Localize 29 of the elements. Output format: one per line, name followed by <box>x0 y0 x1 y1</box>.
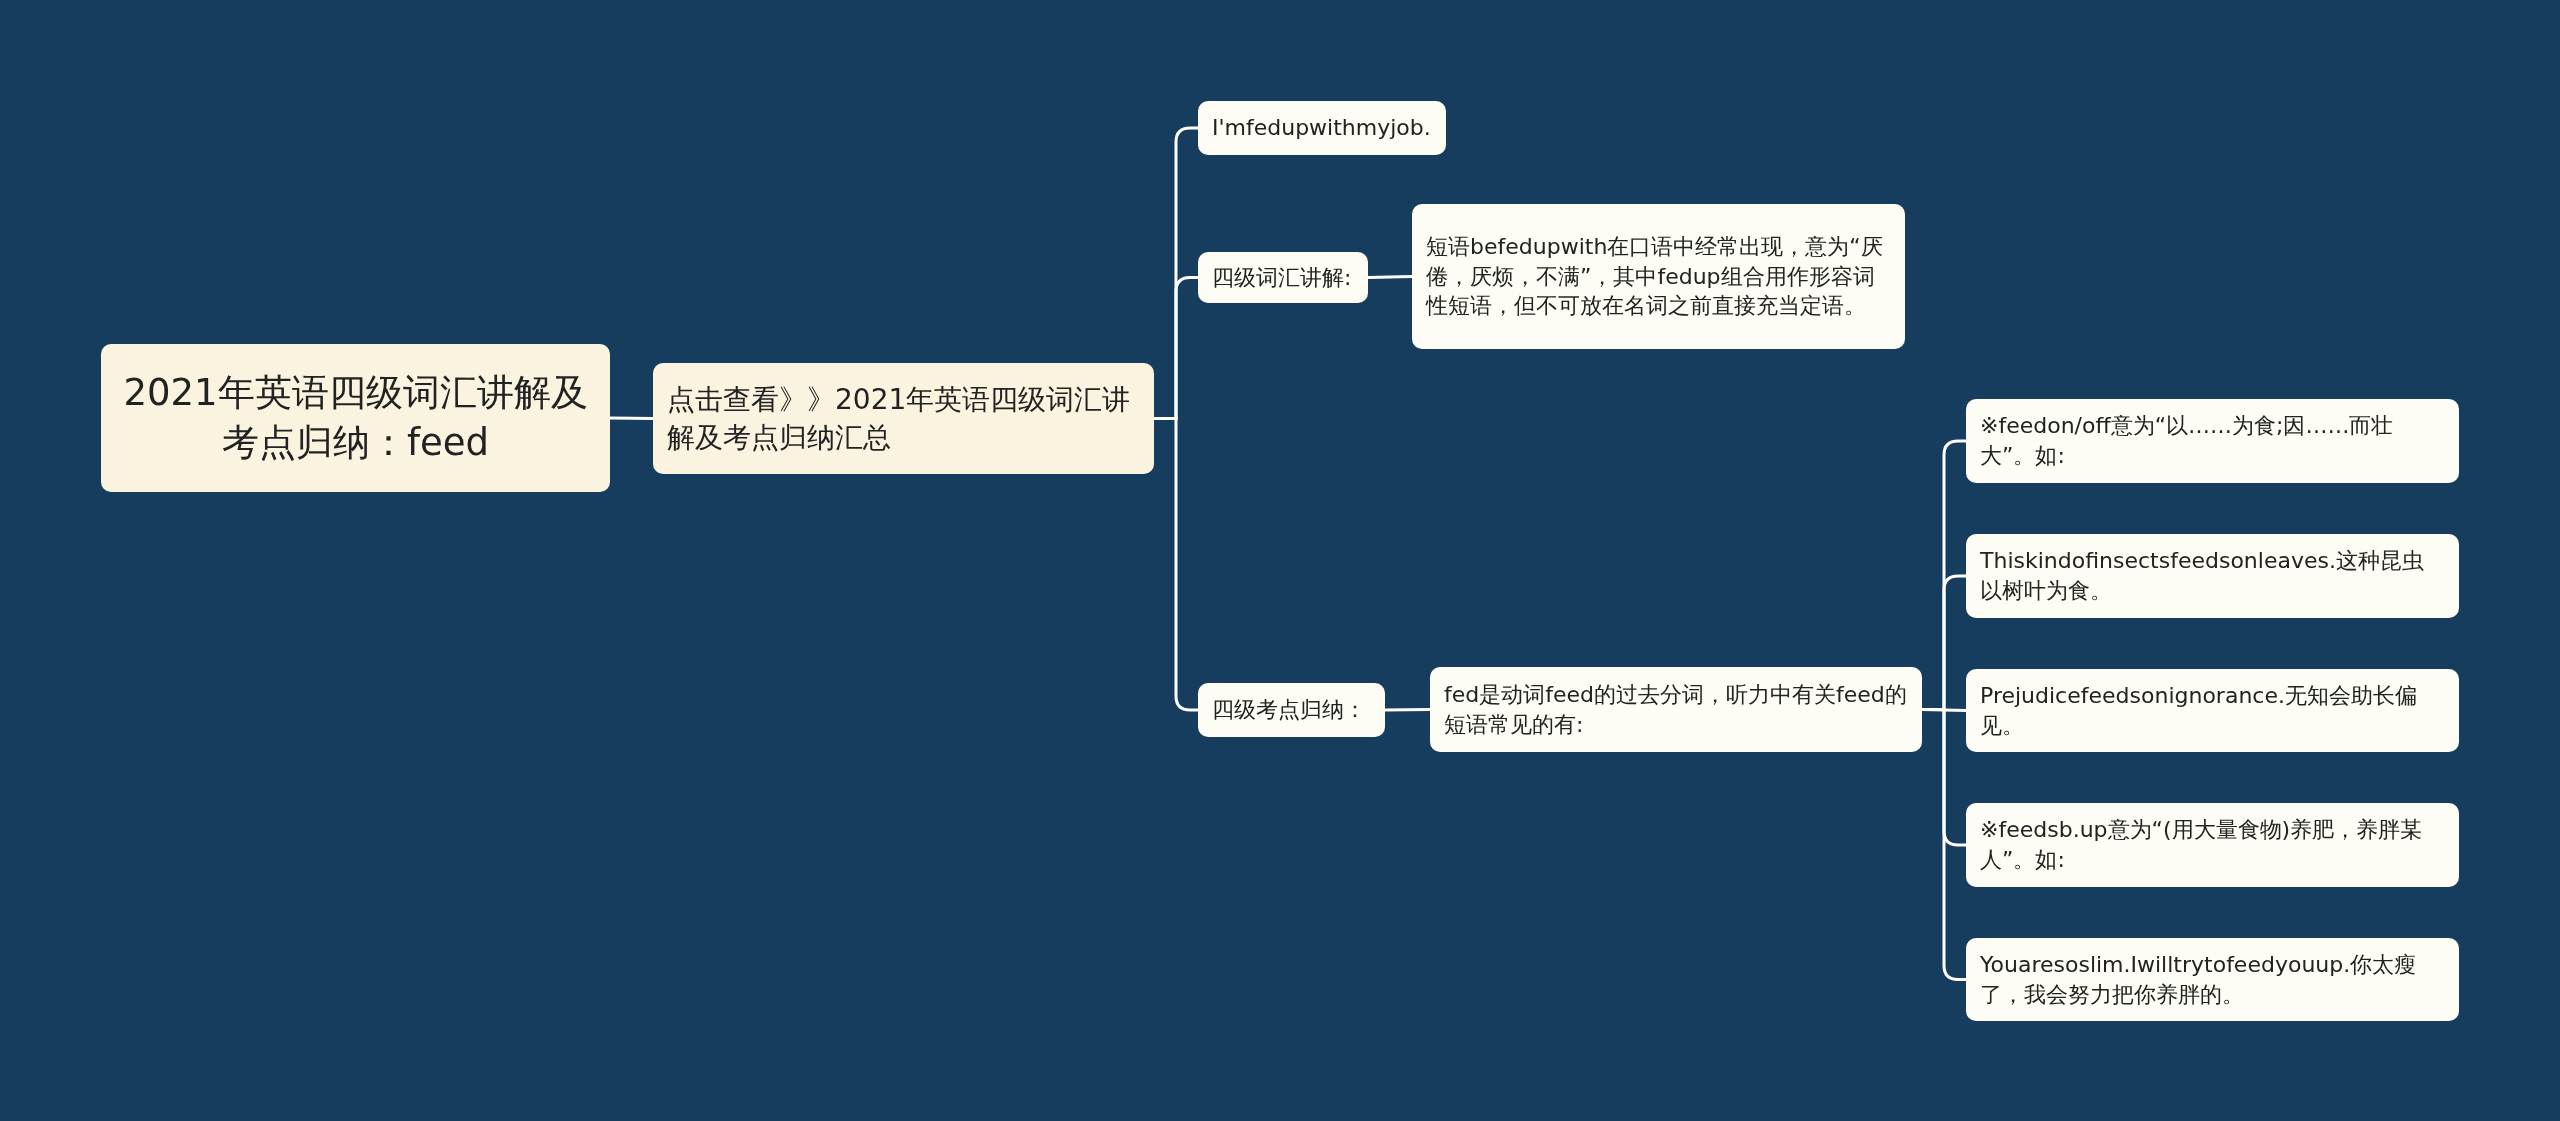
topic-box <box>1966 534 2459 618</box>
topic-box <box>101 344 610 492</box>
topic-text: Prejudicefeedsonignorance.无知会助长偏见。 <box>1980 681 2418 740</box>
topic-text: 四级词汇讲解: <box>1212 263 1352 292</box>
topic-box <box>653 363 1154 474</box>
topic-text: 点击查看》》2021年英语四级词汇讲解及考点归纳汇总 <box>667 381 1132 456</box>
connector-line <box>1922 708 1966 981</box>
topic-text: ※feedsb.up意为“(用大量食物)养肥，养胖某人”。如: <box>1980 816 2424 874</box>
topic-box <box>1198 101 1446 155</box>
topic-box <box>1966 399 2459 483</box>
topic-box <box>1412 204 1905 349</box>
topic-box <box>1198 252 1368 303</box>
connector-line <box>610 416 653 420</box>
topic-box <box>1966 803 2459 887</box>
connector-line <box>1154 417 1198 712</box>
topic-text: Youaresoslim.Iwilltrytofeedyouup.你太瘦了，我会努力把你养胖的。 <box>1980 950 2418 1009</box>
topic-text: 2021年英语四级词汇讲解及考点归纳：feed <box>122 370 589 466</box>
topic-text: fed是动词feed的过去分词，听力中有关feed的短语常见的有: <box>1444 680 1908 739</box>
topic-box <box>1198 683 1385 737</box>
connector-line <box>1367 275 1413 279</box>
topic-text: Thiskindofinsectsfeedsonleaves.这种昆虫以树叶为食。 <box>1980 547 2425 605</box>
connector-line <box>1385 708 1430 712</box>
topic-text: 短语befedupwith在口语中经常出现，意为“厌倦，厌烦，不满”，其中fedup组合用作形容词性短语，但不可放在名词之前直接充当定语。 <box>1426 232 1884 321</box>
topic-box <box>1966 669 2459 752</box>
topic-text: 四级考点归纳： <box>1212 696 1366 725</box>
topic-text: ※feedon/off意为“以……为食;因……而壮大”。如: <box>1980 412 2395 470</box>
topic-box <box>1966 938 2459 1021</box>
topic-text: I'mfedupwithmyjob. <box>1212 114 1431 143</box>
topic-box <box>1430 667 1922 752</box>
